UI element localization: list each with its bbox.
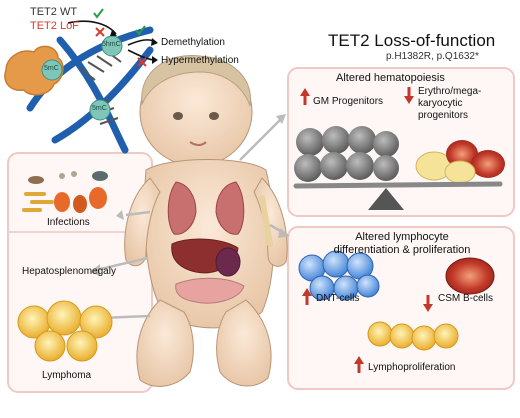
5mc-label-2: 5mC (92, 105, 107, 112)
page-title: TET2 Loss-of-function (328, 31, 496, 50)
5mc-circle-2 (89, 99, 111, 121)
hematopoiesis-heading: Altered hematopoiesis (336, 72, 445, 84)
arrow-down-icons (404, 87, 433, 312)
erythro-progenitor-cells (415, 140, 505, 184)
connector-arrows (95, 119, 285, 320)
tet2-lof-label: TET2 LoF (30, 20, 79, 32)
5mc-label-1: 5mC (44, 65, 59, 72)
lymphoma-cells (17, 300, 113, 362)
tet2-enzyme-shape (4, 45, 64, 96)
dnt-cells-label: DNT-cells (316, 293, 360, 304)
cross-icon-2 (137, 57, 147, 67)
bone-icon (259, 195, 273, 247)
5mc-circle-1 (41, 59, 63, 81)
balance-scale (293, 181, 503, 210)
check-icon-2 (135, 25, 146, 36)
infections-label: Infections (47, 217, 90, 228)
erythro-progenitors-label: Erythro/mega- karyocytic progenitors (418, 86, 482, 121)
dna-helix (4, 8, 158, 154)
infection-pathogens (22, 171, 108, 213)
csm-b-cells-label: CSM B-cells (438, 293, 494, 304)
arrow-up-icons (300, 88, 364, 373)
variants-subtitle: p.H1382R, p.Q1632* (386, 51, 479, 62)
cross-icon (95, 27, 105, 37)
lymphocyte-heading: Altered lymphocyte differentiation & pro… (333, 231, 471, 256)
lymphoproliferation-cells (367, 321, 459, 351)
gm-progenitor-cells (294, 126, 399, 182)
demethylation-label: Demethylation (161, 37, 225, 48)
5hmc-label: 5hmC (102, 41, 121, 48)
lymphoproliferation-label: Lymphoproliferation (368, 362, 456, 373)
hypermethylation-label: Hypermethylation (161, 55, 239, 66)
hepatosplenomegaly-label: Hepatosplenomegaly (22, 266, 116, 277)
dnt-cells (298, 250, 380, 301)
check-icon (93, 8, 104, 19)
lymphoma-label: Lymphoma (42, 370, 92, 381)
gm-progenitors-label: GM Progenitors (313, 96, 384, 107)
baby-illustration (124, 54, 288, 387)
csm-b-cell (445, 257, 495, 295)
tet2-wt-label: TET2 WT (30, 6, 78, 18)
